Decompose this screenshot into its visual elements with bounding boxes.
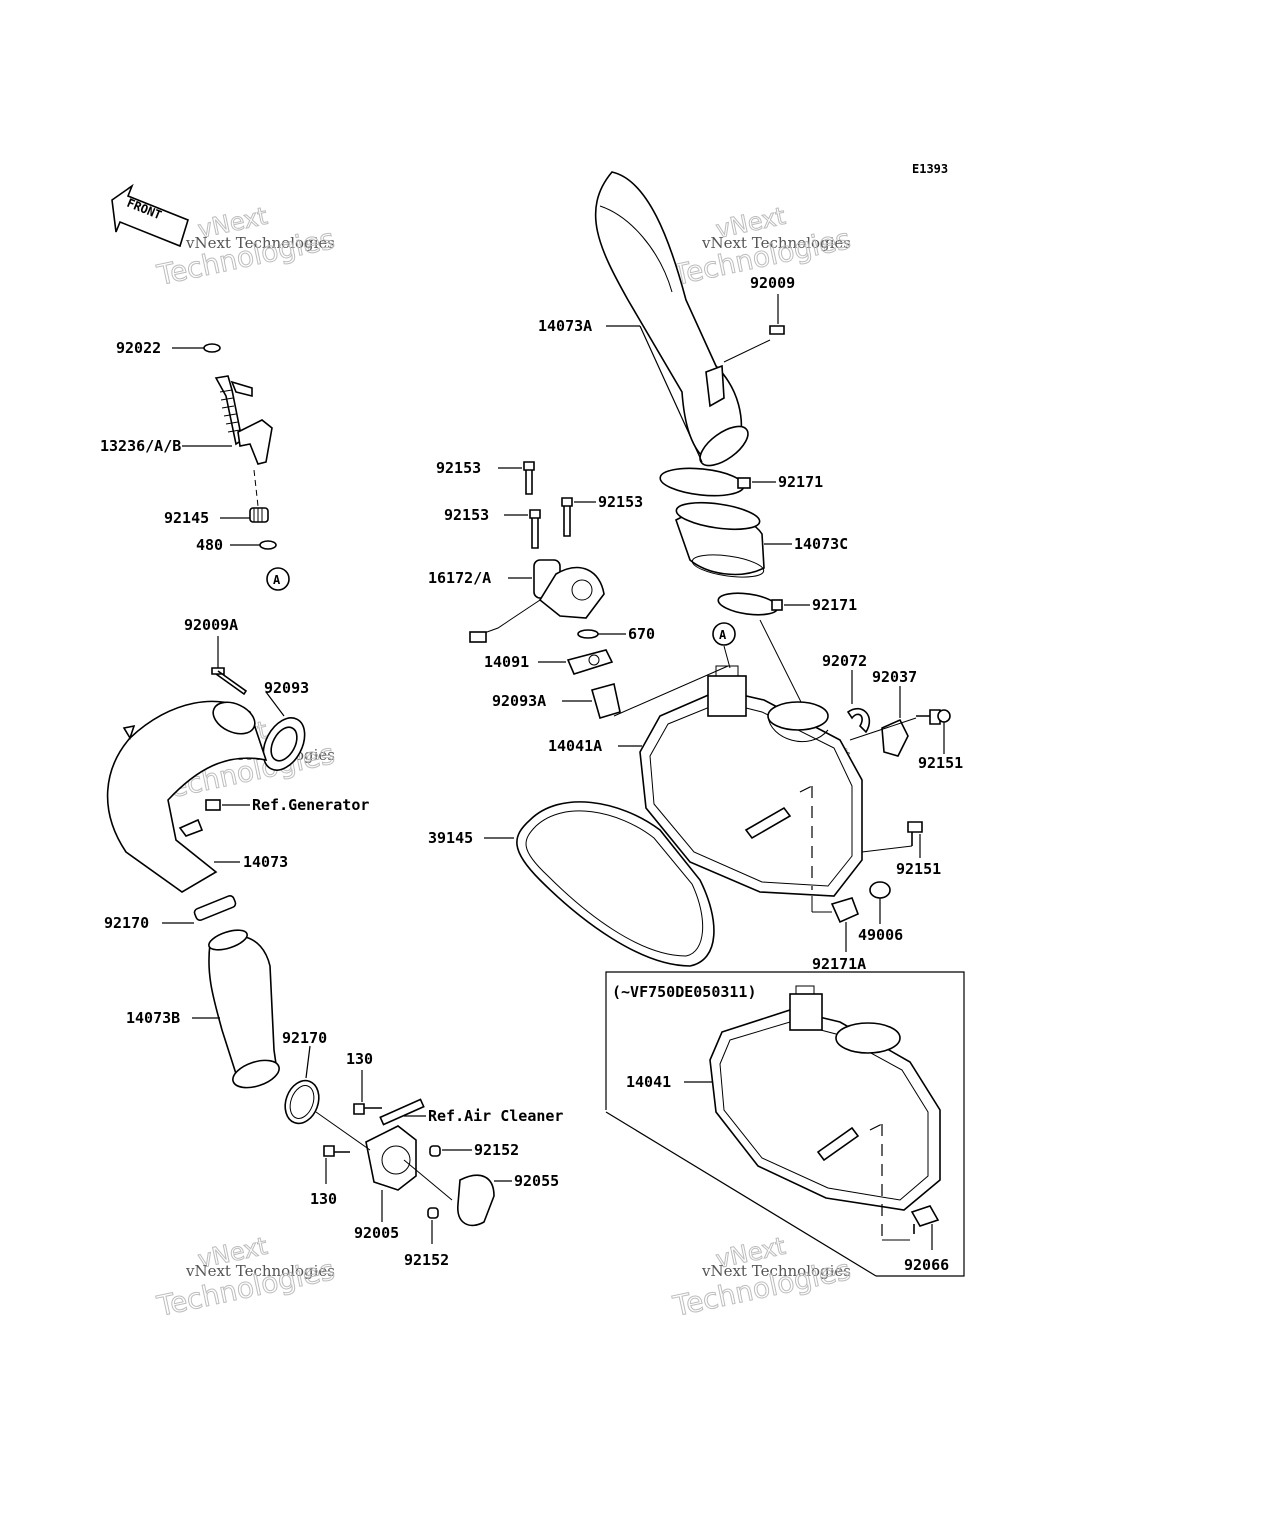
svg-text:92022: 92022 [116,339,161,357]
svg-text:92153: 92153 [436,459,481,477]
part-92152-a: 92152 [429,1141,519,1159]
part-92170-a: 92170 [104,894,237,932]
part-49006: 49006 [858,881,903,944]
part-92066: 92066 [882,1205,949,1274]
svg-text:92151: 92151 [918,754,963,772]
svg-text:92171: 92171 [778,473,823,491]
svg-text:92153: 92153 [598,493,643,511]
part-92170-b: 92170 [282,1029,327,1125]
part-14041A: 14041A [548,665,863,897]
part-130-b: 130 [310,1145,350,1208]
svg-text:92170: 92170 [104,914,149,932]
front-arrow-icon: FRONT [111,183,189,248]
svg-text:92093A: 92093A [492,692,546,710]
svg-text:92066: 92066 [904,1256,949,1274]
part-14073A: 14073A [538,171,749,467]
svg-text:92145: 92145 [164,509,209,527]
part-92022: 92022 [116,339,221,357]
part-14073C: 14073C [675,501,848,578]
part-14091: 14091 [484,649,614,675]
svg-text:92055: 92055 [514,1172,559,1190]
svg-text:14041: 14041 [626,1073,671,1091]
svg-text:Ref.Air Cleaner: Ref.Air Cleaner [428,1107,563,1125]
part-92005: 92005 [315,1111,453,1242]
variant-box: (~VF750DE050311) [605,971,965,1277]
ref-generator: Ref.Generator [205,796,369,814]
part-670: 670 [577,625,655,643]
svg-text:92153: 92153 [444,506,489,524]
part-92153-a: 92153 [436,459,535,495]
svg-text:A: A [719,628,727,642]
part-92145: 92145 [164,469,269,527]
part-16172: 16172/A [428,559,605,643]
part-92153-b: 92153 [444,506,541,549]
part-92037: 92037 [872,668,917,757]
part-92009A: 92009A [184,616,248,696]
svg-text:14073C: 14073C [794,535,848,553]
part-92171-a: 92171 [659,467,823,497]
part-92072: 92072 [822,652,871,734]
svg-text:130: 130 [346,1050,373,1068]
svg-text:92072: 92072 [822,652,867,670]
variant-note: (~VF750DE050311) [612,983,757,1001]
svg-text:92009A: 92009A [184,616,238,634]
svg-text:130: 130 [310,1190,337,1208]
svg-text:92171A: 92171A [812,955,866,973]
svg-text:92093: 92093 [264,679,309,697]
ref-air-cleaner: Ref.Air Cleaner [379,1098,563,1126]
svg-text:13236/A/B: 13236/A/B [100,437,181,455]
svg-text:vNext Technologies: vNext Technologies [185,234,335,252]
svg-text:92152: 92152 [404,1251,449,1269]
part-92152-b: 92152 [404,1207,449,1269]
svg-text:14073: 14073 [243,853,288,871]
svg-text:vNext Technologies: vNext Technologies [701,234,851,252]
svg-text:14041A: 14041A [548,737,602,755]
svg-text:92009: 92009 [750,274,795,292]
part-92093A: 92093A [492,665,729,719]
part-92009: 92009 [723,274,795,363]
svg-text:14091: 14091 [484,653,529,671]
part-130-a: 130 [346,1050,382,1115]
callout-a-left: A [266,567,290,591]
svg-text:92005: 92005 [354,1224,399,1242]
part-14073B: 14073B [126,929,280,1089]
svg-text:A: A [273,573,281,587]
svg-text:14073B: 14073B [126,1009,180,1027]
part-480: 480 [196,536,277,554]
part-39145: 39145 [428,801,715,967]
svg-text:92170: 92170 [282,1029,327,1047]
svg-text:14073A: 14073A [538,317,592,335]
callout-a-center: A [712,622,736,669]
part-92171A: 92171A [811,896,866,973]
part-13236: 13236/A/B [100,375,273,465]
svg-text:vNext Technologies: vNext Technologies [185,1262,335,1280]
svg-text:49006: 49006 [858,926,903,944]
part-92151-a: 92151 [849,709,963,772]
svg-text:92037: 92037 [872,668,917,686]
part-92055: 92055 [457,1172,559,1227]
part-92153-c: 92153 [561,493,643,537]
diagram-code: E1393 [912,162,948,176]
part-92171-b: 92171 [717,592,857,709]
part-14041: 14041 [626,985,941,1240]
svg-text:92151: 92151 [896,860,941,878]
svg-text:39145: 39145 [428,829,473,847]
part-92151-b: 92151 [861,821,941,878]
part-92093: 92093 [262,679,309,771]
svg-text:670: 670 [628,625,655,643]
part-14073: 14073 [106,700,288,893]
svg-text:vNext Technologies: vNext Technologies [701,1262,851,1280]
svg-text:16172/A: 16172/A [428,569,491,587]
svg-text:92152: 92152 [474,1141,519,1159]
svg-text:480: 480 [196,536,223,554]
svg-text:92171: 92171 [812,596,857,614]
svg-text:Ref.Generator: Ref.Generator [252,796,369,814]
